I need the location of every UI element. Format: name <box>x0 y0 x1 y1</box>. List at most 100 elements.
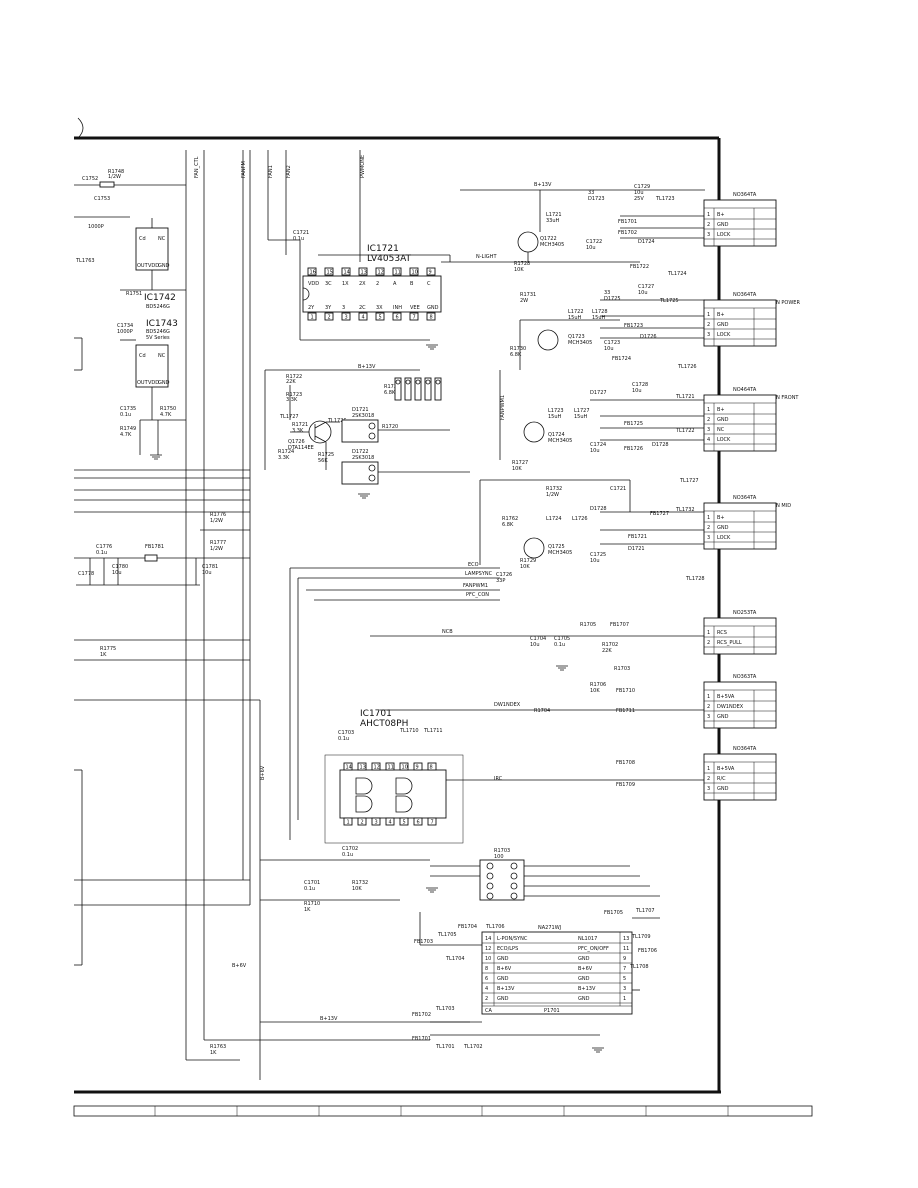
ic-pin-number: 11 <box>388 765 394 771</box>
svg-text:1/2W: 1/2W <box>210 518 223 524</box>
connector-pin-signal: NC <box>717 427 725 433</box>
connector-pin-signal: B+ <box>717 515 725 521</box>
svg-text:TL1728: TL1728 <box>685 576 705 582</box>
ic-pin <box>427 762 437 771</box>
svg-text:VDD: VDD <box>148 263 159 269</box>
connector-pin-signal: GND <box>578 956 590 962</box>
connector-pin-number: 1 <box>707 212 710 218</box>
svg-text:TL1708: TL1708 <box>629 964 649 970</box>
svg-text:Cd: Cd <box>139 236 146 242</box>
connector-pin-number: 6 <box>485 976 488 982</box>
p1701-ref: NA271WJ <box>538 925 561 931</box>
svg-text:10K: 10K <box>520 564 530 570</box>
svg-text:VDD: VDD <box>148 380 159 386</box>
connector-pin-signal: B+ <box>717 407 725 413</box>
svg-text:TL1702: TL1702 <box>463 1044 483 1050</box>
svg-text:L1722: L1722 <box>568 309 584 315</box>
svg-text:NC: NC <box>158 236 166 242</box>
svg-text:TL1711: TL1711 <box>423 728 443 734</box>
ic-pin-function: GND <box>427 305 439 311</box>
svg-text:FANPWM1: FANPWM1 <box>500 395 506 420</box>
ic-pin <box>371 762 381 771</box>
connector-body <box>703 681 777 729</box>
ic-pin-number: 4 <box>362 315 365 321</box>
svg-text:FB1703: FB1703 <box>414 939 433 945</box>
svg-text:33: 33 <box>588 190 594 196</box>
connector-body <box>703 502 777 550</box>
connector-pin-number: 2 <box>707 417 710 423</box>
node <box>425 379 431 385</box>
ic-pin-function: 2Y <box>308 305 315 311</box>
svg-text:C1721: C1721 <box>610 486 626 492</box>
svg-text:2W: 2W <box>520 298 528 304</box>
connector-body <box>703 753 777 801</box>
connector-pin-number: 2 <box>707 525 710 531</box>
ic-pin <box>399 762 409 771</box>
net-label: FAN1 <box>268 165 274 178</box>
svg-text:4.7K: 4.7K <box>120 432 132 438</box>
svg-text:10u: 10u <box>638 290 648 296</box>
svg-text:C1705: C1705 <box>554 636 570 642</box>
connector-pin-signal: GND <box>497 976 509 982</box>
svg-text:R1722: R1722 <box>286 374 302 380</box>
svg-text:MCH3405: MCH3405 <box>548 438 572 444</box>
connector-pin-signal: GND <box>578 976 590 982</box>
svg-text:FB1702: FB1702 <box>618 230 637 236</box>
ic1721-part: LV4053AT <box>367 254 412 264</box>
svg-text:56K: 56K <box>318 458 328 464</box>
connector-pin-number: 3 <box>623 986 626 992</box>
fan-driver-1: B+13V 33 D1723 C1729 10u 25V TL1723 L172… <box>460 182 705 277</box>
connector-pin-number: 3 <box>707 232 710 238</box>
svg-text:R1705: R1705 <box>580 622 596 628</box>
svg-text:TL1725: TL1725 <box>659 298 679 304</box>
svg-text:10u: 10u <box>632 388 642 394</box>
svg-text:FB1706: FB1706 <box>638 948 657 954</box>
svg-text:10u: 10u <box>202 570 212 576</box>
connector-pin-number: 2 <box>707 640 710 646</box>
ic-pin <box>324 312 334 321</box>
ic1742-part: BD5246G <box>146 304 170 310</box>
svg-text:4.7K: 4.7K <box>160 412 172 418</box>
connector-pin-signal: L-PON/SYNC <box>497 936 528 942</box>
connector-pin-signal: B+13V <box>497 986 515 992</box>
connector-pin-number: 1 <box>707 515 710 521</box>
svg-text:FB1701: FB1701 <box>618 219 637 225</box>
svg-text:D1721: D1721 <box>628 546 645 552</box>
connector-pin-signal: LOCK <box>717 332 731 338</box>
svg-text:Cd: Cd <box>139 353 146 359</box>
ic-pin-number: 9 <box>416 765 419 771</box>
connector-pin-signal: B+13V <box>578 986 596 992</box>
ic1743-body <box>135 344 169 388</box>
svg-text:C1728: C1728 <box>632 382 648 388</box>
connector-ref: NO363TA <box>733 674 757 680</box>
ic-pin-number: 12 <box>374 765 380 771</box>
svg-text:P1701: P1701 <box>544 1008 560 1014</box>
svg-text:R1762: R1762 <box>502 516 518 522</box>
resistor <box>434 377 442 401</box>
svg-text:Q1725: Q1725 <box>548 544 565 550</box>
ic-pin <box>375 267 385 276</box>
net-label: FAN_CTL <box>194 156 200 178</box>
connector-ref: NO364TA <box>733 746 757 752</box>
svg-text:OUT: OUT <box>137 263 149 269</box>
svg-text:R1763: R1763 <box>210 1044 226 1050</box>
connector-pin-signal: LOCK <box>717 232 731 238</box>
ic-pin-number: 16 <box>310 270 316 276</box>
svg-text:R1776: R1776 <box>210 512 226 518</box>
ic1701-ref: IC1701 <box>360 709 392 719</box>
node <box>435 379 441 385</box>
fan-driver-2: 33 D1725 C1727 10u TL1725 R1731 2W L1722… <box>510 284 705 370</box>
svg-text:C1723: C1723 <box>604 340 620 346</box>
svg-text:FB1727: FB1727 <box>650 511 669 517</box>
ic-pin-number: 5 <box>403 820 406 826</box>
svg-text:Q1726: Q1726 <box>288 439 305 445</box>
connector-pin-number: 2 <box>707 222 710 228</box>
svg-text:B+6V: B+6V <box>232 963 247 969</box>
ic-pin <box>392 312 402 321</box>
svg-text:10K: 10K <box>512 466 522 472</box>
connector-pin-number: 4 <box>707 437 710 443</box>
ic1701-block: IC1701 AHCT08PH C1703 0.1u TL1710 TL1711… <box>324 709 464 844</box>
ic-pin-number: 8 <box>430 315 433 321</box>
svg-text:R1703: R1703 <box>614 666 630 672</box>
connector-pin-number: 3 <box>707 427 710 433</box>
